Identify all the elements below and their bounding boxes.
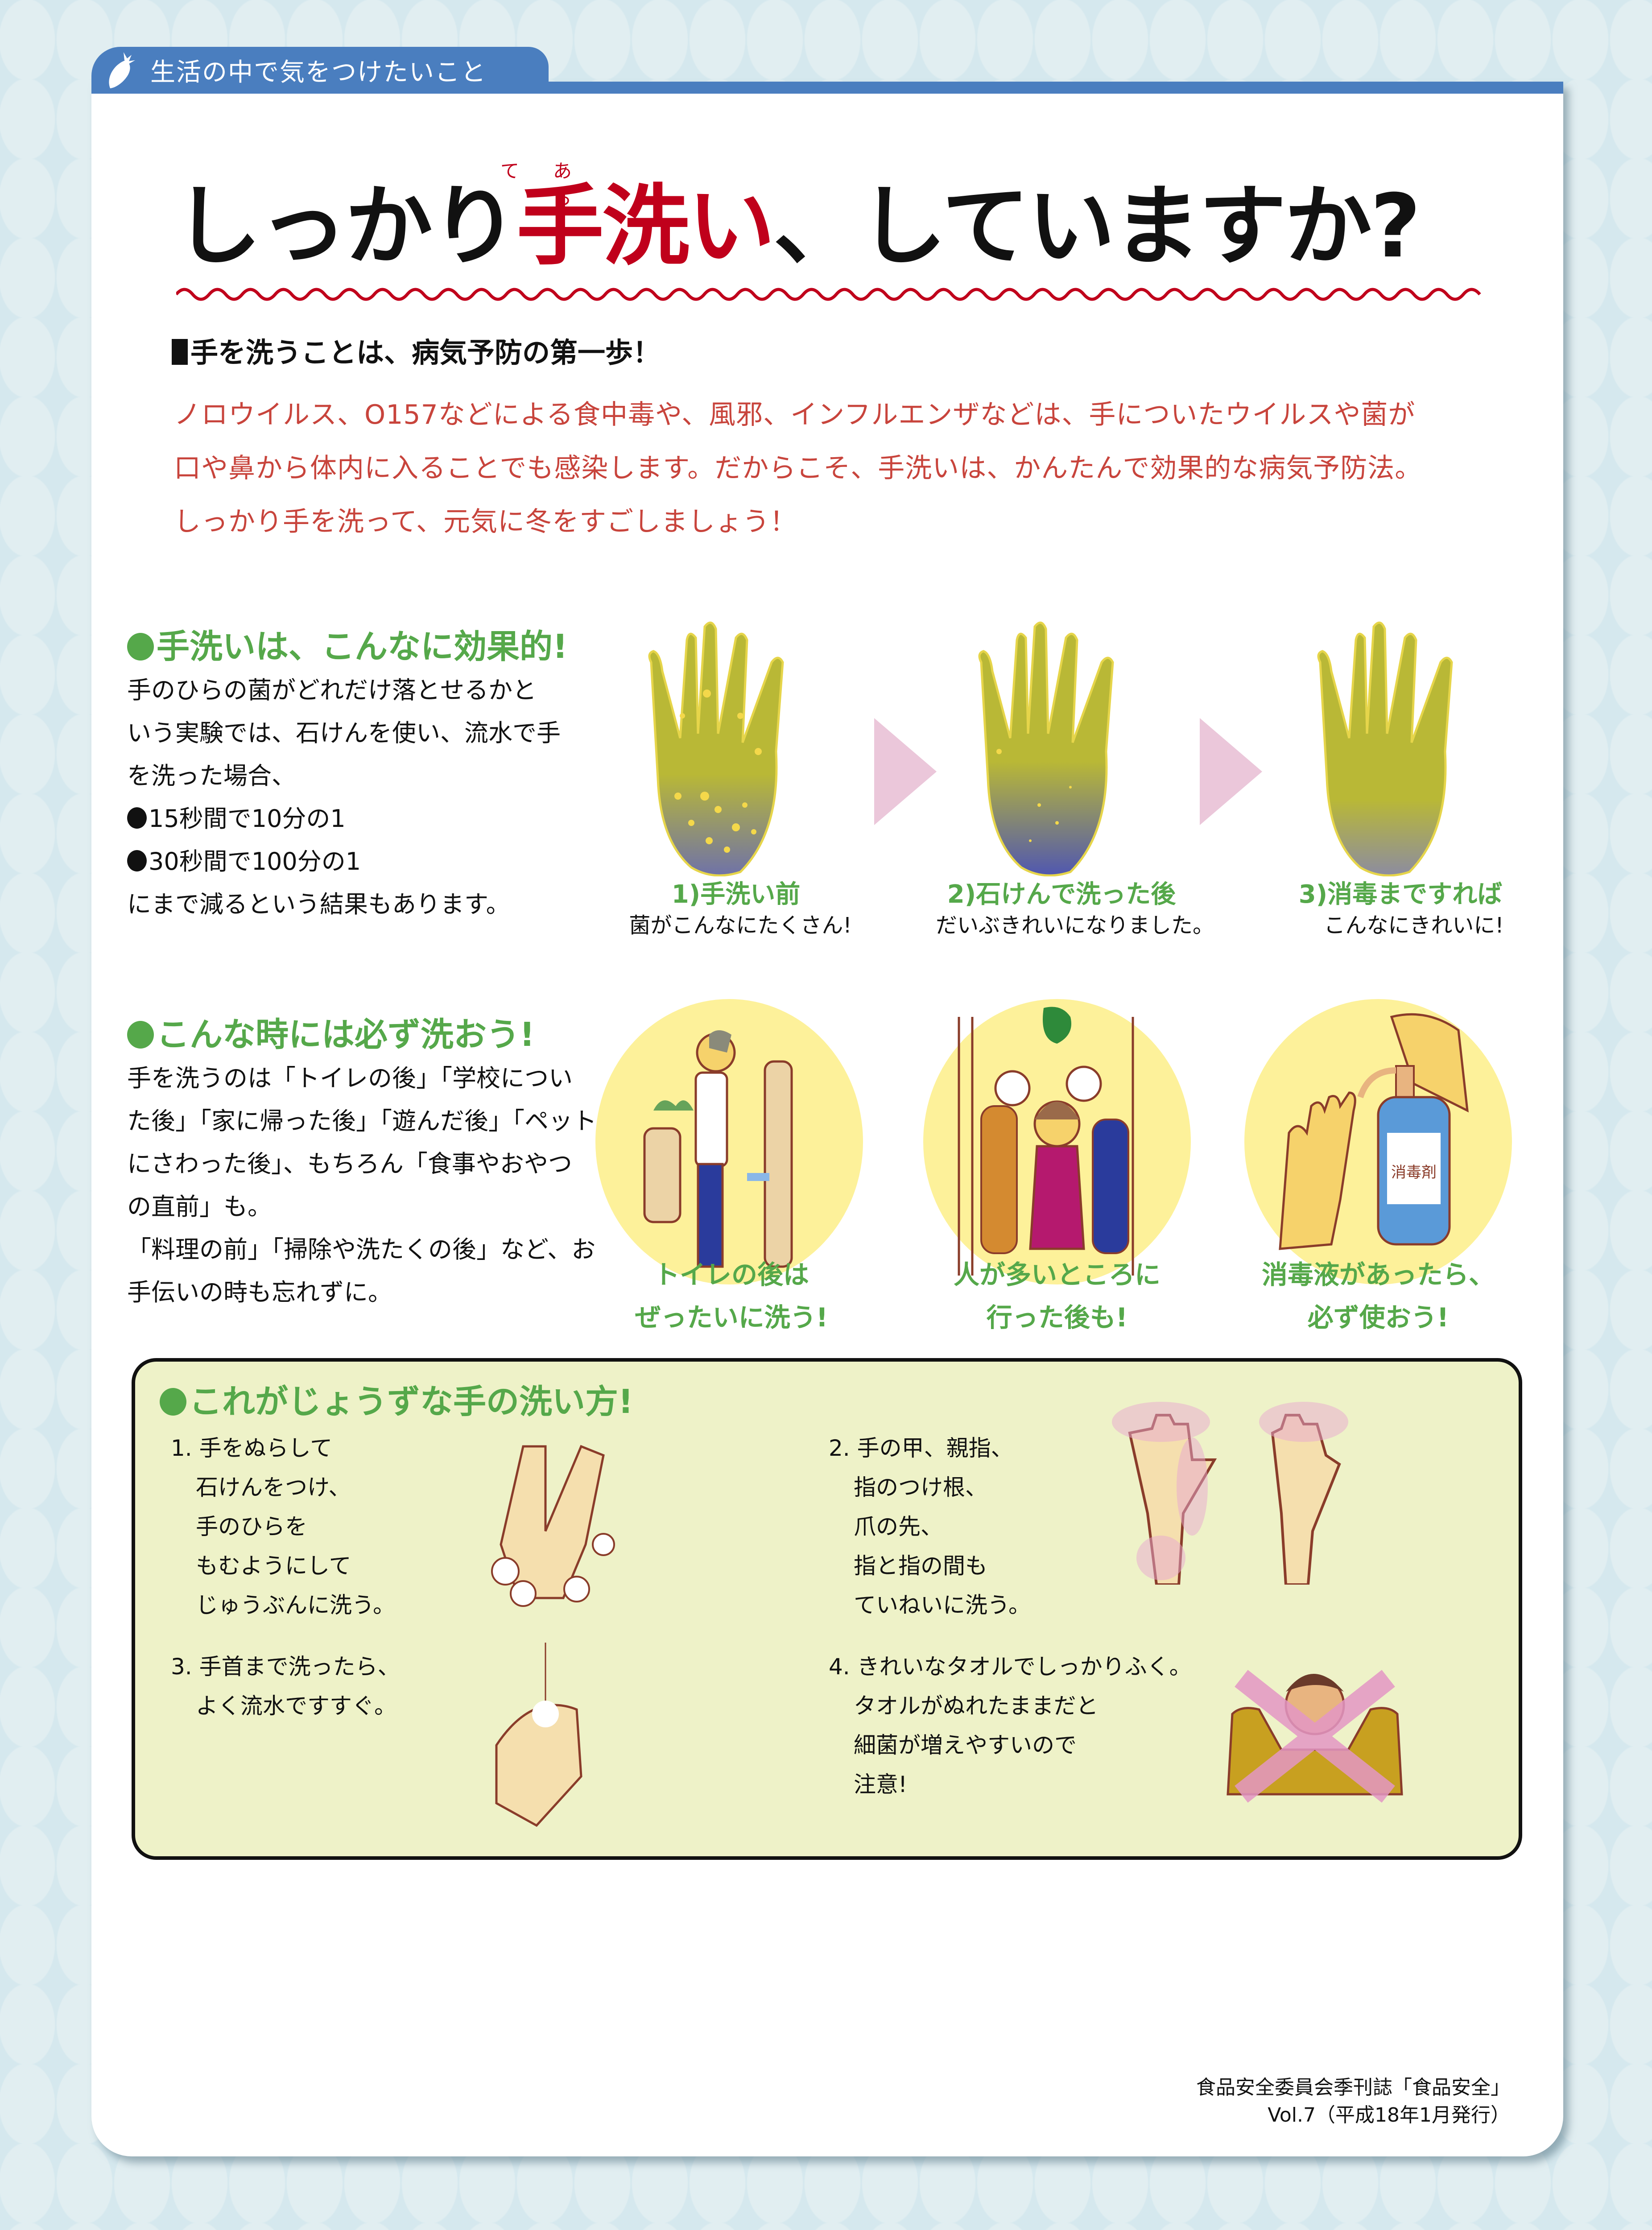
stage-label: 2)石けんで洗った後 xyxy=(947,880,1176,909)
title-ruby-te: て xyxy=(500,160,520,182)
rinsing-hands-illustration xyxy=(495,1643,582,1827)
step-2: 2. 手の甲、親指、 指のつけ根、 爪の先、 指と指の間も ていねいに洗う。 xyxy=(829,1435,1031,1618)
stage-desc: だいぶきれいになりました。 xyxy=(935,913,1214,938)
lead-paragraph: ノロウイルス、O157などによる食中毒や、風邪、インフルエンザなどは、手についた… xyxy=(174,388,1494,549)
crowd-illustration xyxy=(923,999,1191,1284)
step-4: 4. きれいなタオルでしっかりふく。 タオルがぬれたままだと 細菌が増えやすいの… xyxy=(829,1654,1192,1797)
stage-label: 3)消毒まですれば xyxy=(1298,880,1503,909)
when-text: 手を洗うのは「トイレの後」「学校につい た後」「家に帰った後」「遊んだ後」「ペッ… xyxy=(127,1064,597,1306)
toilet-handwash-illustration xyxy=(595,999,863,1284)
carrot-icon xyxy=(109,52,135,88)
wavy-divider xyxy=(176,288,1481,301)
stage-desc: こんなにきれいに! xyxy=(1324,913,1504,938)
arrow-right-icon xyxy=(1200,718,1262,825)
publication-credit: 食品安全委員会季刊誌「食品安全」 Vol.7（平成18年1月発行） xyxy=(1196,2076,1510,2127)
lead-line: しっかり手を洗って、元気に冬をすごしましょう！ xyxy=(174,506,797,537)
effective-heading: 手洗いは、こんなに効果的! xyxy=(127,620,568,668)
hand-culture-before-image xyxy=(648,621,784,876)
stage-label: 1)手洗い前 xyxy=(671,880,801,909)
arrow-right-icon xyxy=(874,718,937,825)
svg-text:消毒剤: 消毒剤 xyxy=(1391,1164,1437,1181)
title-highlight: 手洗い xyxy=(516,176,775,277)
toilet-caption: トイレの後は ぜったいに洗う! xyxy=(635,1260,828,1333)
bullet-icon xyxy=(127,850,147,871)
rubbing-palms-illustration xyxy=(491,1445,615,1607)
title-part1: しっかり xyxy=(174,176,518,277)
howto-heading: これがじょうずな手の洗い方! xyxy=(160,1375,633,1423)
green-bullet-icon xyxy=(160,1388,186,1416)
square-bullet-icon xyxy=(172,339,188,365)
when-heading: こんな時には必ず洗おう! xyxy=(127,1008,535,1056)
handwashing-steps-box: これがじょうずな手の洗い方! 1. 手をぬらして 石けんをつけ、 手のひらを も… xyxy=(132,1358,1522,1860)
lead-line: ノロウイルス、O157などによる食中毒や、風邪、インフルエンザなどは、手についた… xyxy=(174,399,1416,430)
effective-text: 手のひらの菌がどれだけ落とせるかと いう実験では、石けんを使い、流水で手 を洗っ… xyxy=(127,676,561,918)
step-3: 3. 手首まで洗ったら、 よく流水ですすぐ。 xyxy=(171,1654,400,1719)
stage-desc: 菌がこんなにたくさん! xyxy=(629,913,852,938)
hand-culture-soap-image xyxy=(978,621,1114,876)
step-1: 1. 手をぬらして 石けんをつけ、 手のひらを もむようにして じゅうぶんに洗う… xyxy=(171,1435,395,1618)
hand-parts-illustration xyxy=(1112,1402,1348,1585)
sanitizer-caption: 消毒液があったら、 必ず使おう! xyxy=(1261,1260,1495,1333)
green-bullet-icon xyxy=(127,1021,154,1049)
lead-line: 口や鼻から体内に入ることでも感染します。だからこそ、手洗いは、かんたんで効果的な… xyxy=(174,453,1422,484)
crowd-caption: 人が多いところに 行った後も! xyxy=(953,1260,1161,1333)
hand-culture-disinfected-image xyxy=(1317,621,1453,876)
lead-heading: 手を洗うことは、病気予防の第一歩！ xyxy=(172,330,661,370)
bullet-icon xyxy=(127,807,147,829)
category-label: 生活の中で気をつけたいこと xyxy=(150,58,487,87)
category-tab: 生活の中で気をつけたいこと xyxy=(91,47,549,94)
green-bullet-icon xyxy=(127,633,154,661)
sanitizer-illustration: 消毒剤 xyxy=(1244,999,1512,1284)
wet-towel-warning-illustration xyxy=(1227,1670,1403,1803)
title-part2: 、していますか? xyxy=(773,176,1421,277)
title-ruby-ara: あら xyxy=(553,160,572,209)
